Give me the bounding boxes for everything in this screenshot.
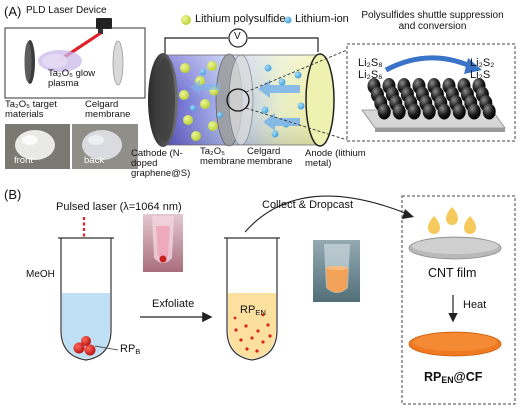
cathode-label: Cathode (N-doped graphene@S) [131, 148, 191, 179]
legend-lithium-ion-marker [284, 16, 292, 24]
nanostructure-bump [392, 103, 406, 120]
battery-cell [148, 53, 335, 147]
droplet-icons [428, 207, 476, 234]
polysulfide-particles [179, 61, 219, 141]
rpen-subscript: EN [255, 307, 266, 317]
panel-a-label: (A) [4, 4, 22, 19]
product-subscript: EN [441, 375, 454, 386]
voltmeter-label: V [234, 31, 241, 42]
species-left-2: Li₂S₆ [358, 69, 383, 81]
zoom-line-top [245, 49, 348, 93]
product-label: RPEN@CF [424, 370, 483, 386]
shuttle-title: Polysulfides shuttle suppression and con… [361, 10, 504, 32]
cnt-film-label: CNT film [428, 266, 477, 280]
rpb-leader-line [94, 345, 119, 351]
plasma-label: Ta₂O₅ glow plasma [48, 68, 96, 89]
test-tube-meoh [58, 237, 114, 361]
exfoliate-label: Exfoliate [152, 298, 195, 310]
rpb-label: RPB [120, 343, 141, 356]
external-circuit-wire [164, 37, 319, 54]
back-label: back [84, 155, 105, 166]
nanostructure-bump [437, 103, 451, 120]
species-left-1: Li₂S₈ [358, 57, 383, 69]
collect-label: Collect & Dropcast [262, 199, 354, 211]
panel-b-label: (B) [4, 187, 22, 202]
laser-device-icon [96, 18, 112, 34]
nanostructure-bump [407, 103, 421, 120]
test-tube-rpen [224, 237, 280, 361]
voltmeter-icon [228, 28, 248, 48]
nanostructure-bump [452, 103, 466, 120]
nanostructure-array [361, 78, 506, 132]
photo-vial-exfoliation [143, 214, 183, 272]
conversion-arrow [384, 55, 471, 73]
pulsed-laser-label: Pulsed laser (λ=1064 nm) [56, 201, 182, 213]
legend-polysulfide-marker [181, 15, 191, 25]
cnt-process-box [401, 195, 516, 405]
legend-lithium-ion-label: Lithium-ion [295, 13, 349, 25]
celgard-membrane-small [112, 40, 124, 86]
pld-device-label: PLD Laser Device [26, 5, 107, 16]
nanostructure-bump [377, 103, 391, 120]
ta-membrane-label: Ta₂O₅ membrane [200, 146, 246, 167]
celgard-membrane [228, 54, 254, 146]
zoom-line-bottom [245, 107, 348, 141]
dropcast-arrow [244, 195, 411, 233]
nanostructure-bump [467, 103, 481, 120]
target-label: Ta₂O₅ target materials [5, 99, 57, 120]
heat-label: Heat [463, 299, 487, 311]
rpb-subscript: B [135, 346, 141, 356]
celgard-bottom-label: Celgard membrane [247, 146, 293, 167]
shuttle-inset-box [346, 43, 516, 142]
ion-flow-arrows [190, 80, 300, 131]
celgard-top-label: Celgard membrane [85, 99, 131, 120]
species-right-1: Li₂S₂ [470, 57, 495, 69]
photo-vial-rpen [313, 240, 360, 302]
nanostructure-bump [422, 103, 436, 120]
anode-label: Anode (lithium metal) [305, 148, 366, 169]
legend-polysulfide-label: Lithium polysulfide [195, 13, 286, 25]
rpen-label: RPEN [240, 304, 266, 317]
front-label: front [14, 155, 34, 166]
magnifier-circle [226, 88, 250, 112]
anode-cap [305, 53, 335, 147]
species-right-2: Li₂S [470, 69, 491, 81]
meoh-label: MeOH [26, 269, 55, 280]
nanostructure-bump [482, 103, 496, 120]
pld-setup-box [4, 27, 146, 99]
